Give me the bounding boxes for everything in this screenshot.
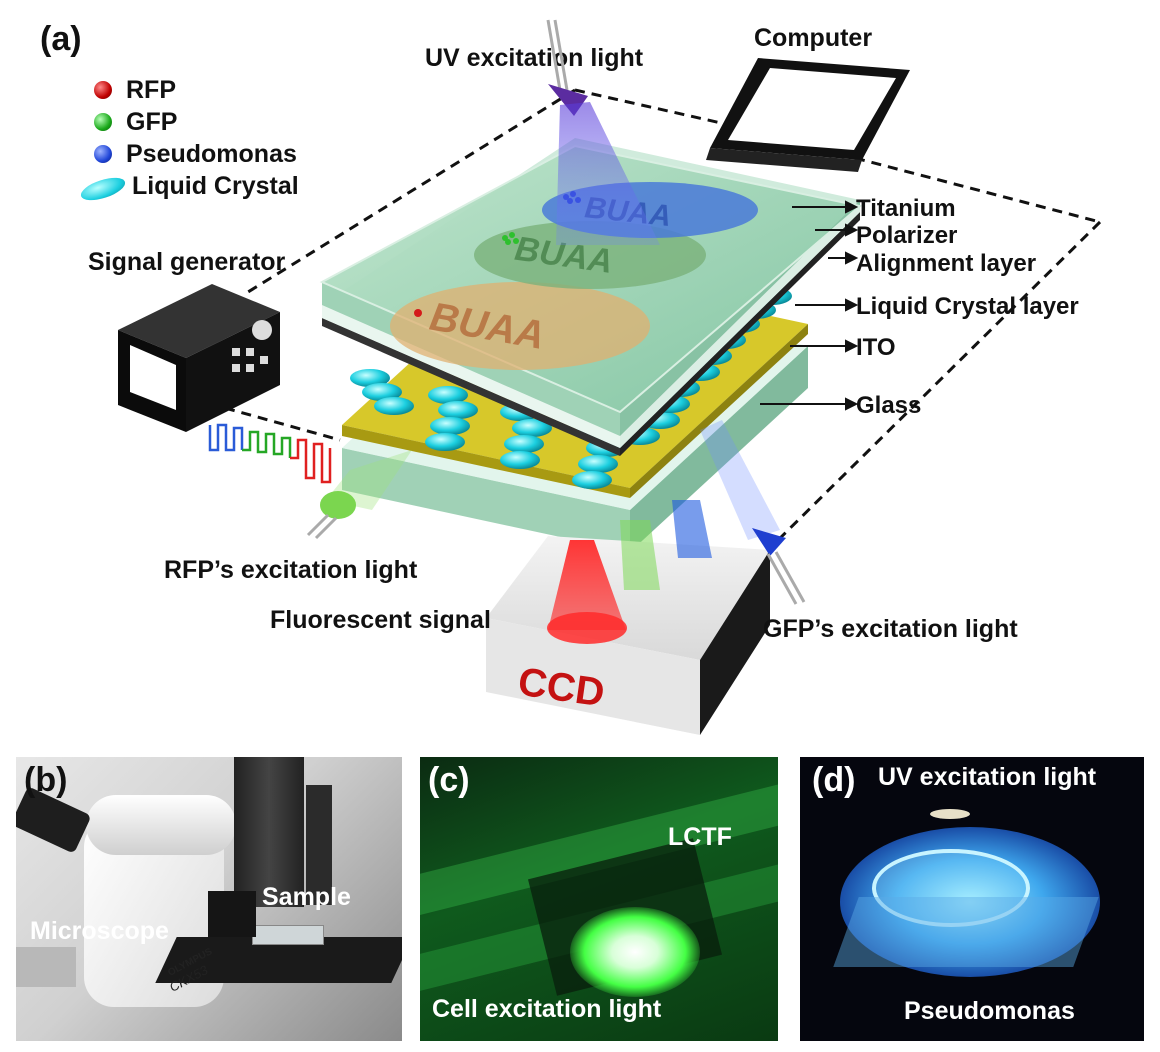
rfp-excitation-source <box>306 450 412 540</box>
gfp-excitation-source <box>700 420 806 605</box>
uv-lamp-spot <box>930 809 970 819</box>
microscope-label: Microscope <box>30 917 169 945</box>
uv-excitation-label-d: UV excitation light <box>878 763 1097 791</box>
computer-label: Computer <box>754 24 873 52</box>
square-wave-signal <box>208 423 332 484</box>
sample-label: Sample <box>262 883 351 911</box>
panel-c-tag: (c) <box>428 761 470 799</box>
microscope-head <box>86 795 236 855</box>
layer-label-glass: Glass <box>856 392 922 419</box>
fluorescent-beams <box>547 500 712 644</box>
cell-excitation-label: Cell excitation light <box>432 995 662 1023</box>
legend: RFP GFP Pseudomonas Liquid Crystal <box>78 72 360 205</box>
camera-block <box>208 891 256 937</box>
petri-dish <box>872 849 1030 927</box>
legend-label-liquid-crystal: Liquid Crystal <box>132 172 299 200</box>
lctf-label: LCTF <box>668 823 732 851</box>
rfp-excitation-label: RFP’s excitation light <box>164 556 418 584</box>
gfp-dot-icon <box>94 113 112 131</box>
panel-a-tag: (a) <box>40 20 82 58</box>
layer-label-liquid-crystal: Liquid Crystal layer <box>856 293 1079 320</box>
rfp-dot-icon <box>94 81 112 99</box>
condenser <box>306 785 332 905</box>
layer-label-ito: ITO <box>856 334 896 361</box>
panel-b-tag: (b) <box>24 761 68 799</box>
panel-b-photo: OLYMPUS CKX53 (b) Sample Microscope <box>16 757 402 1041</box>
objective-tower <box>234 757 304 907</box>
pseudomonas-label: Pseudomonas <box>904 997 1075 1025</box>
legend-label-rfp: RFP <box>126 76 176 104</box>
panel-d-tag: (d) <box>812 761 856 799</box>
holder-block <box>833 897 1099 967</box>
device-schematic: BUAA BUAA BUAA CCD <box>118 19 1102 735</box>
layer-label-alignment: Alignment layer <box>856 250 1037 277</box>
signal-generator-label: Signal generator <box>88 248 286 276</box>
panel-d-photo: (d) UV excitation light Pseudomonas <box>800 757 1144 1041</box>
gfp-excitation-label: GFP’s excitation light <box>763 615 1018 643</box>
fluorescent-signal-label: Fluorescent signal <box>270 606 491 634</box>
panel-c-photo: (c) LCTF Cell excitation light <box>420 757 778 1041</box>
keypad <box>16 947 76 987</box>
layer-label-polarizer: Polarizer <box>856 222 958 249</box>
excitation-glow <box>570 907 700 997</box>
sample-plate <box>252 925 324 945</box>
computer-icon <box>706 58 910 172</box>
layer-arrows <box>760 200 859 411</box>
connection-lines <box>224 88 1102 550</box>
pseudomonas-dot-icon <box>94 145 112 163</box>
legend-label-gfp: GFP <box>126 108 178 136</box>
signal-generator-icon <box>118 284 280 432</box>
legend-label-pseudomonas: Pseudomonas <box>126 140 297 168</box>
uv-light-label: UV excitation light <box>425 44 644 72</box>
uv-light-source <box>546 19 660 245</box>
layer-label-titanium: Titanium <box>856 195 956 222</box>
